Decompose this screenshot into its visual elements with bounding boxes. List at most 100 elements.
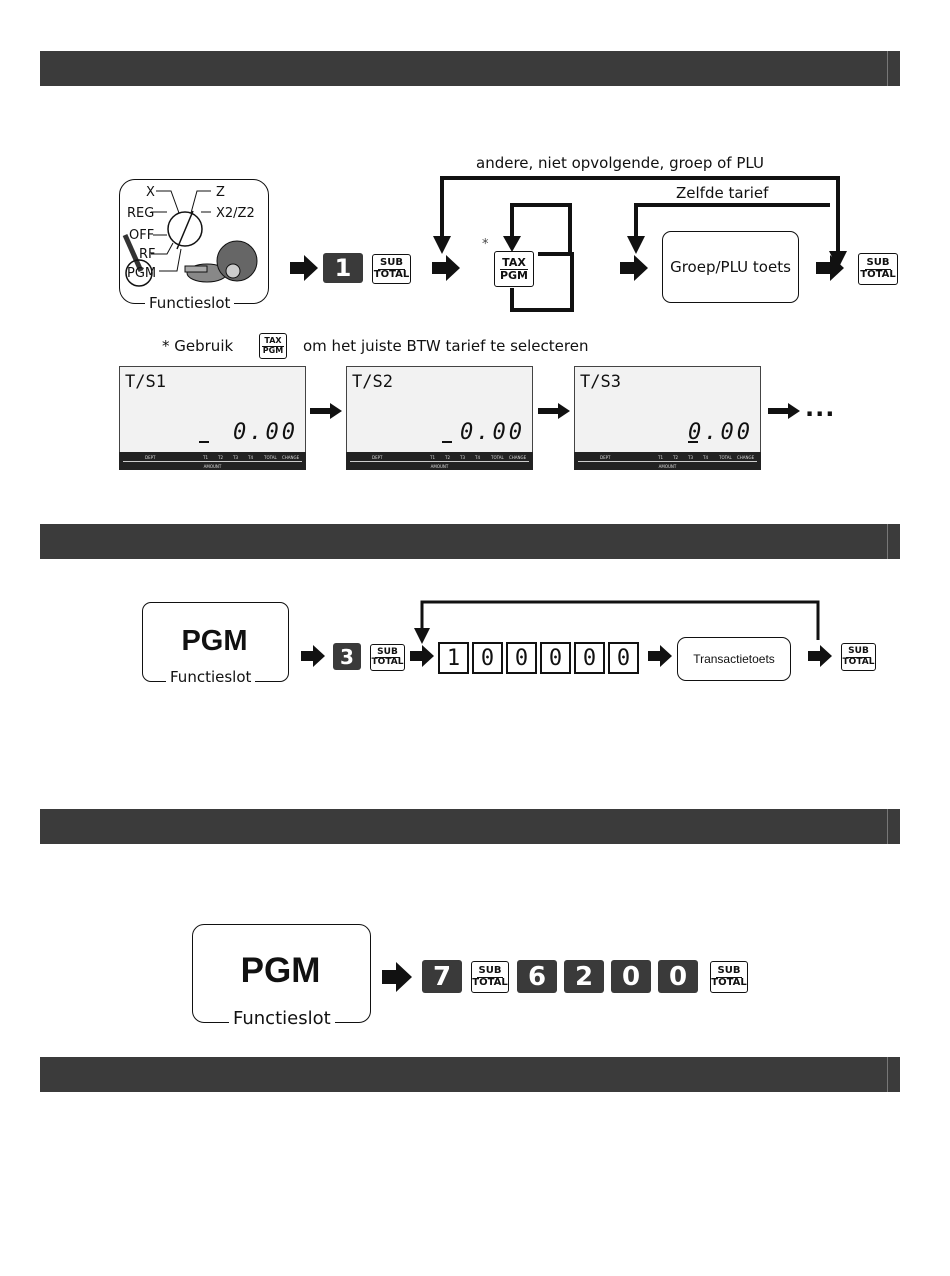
strip-total: TOTAL [719,455,732,460]
lock-caption-3: Functieslot [229,1010,335,1028]
lcd-t1-marker [199,441,209,443]
lock-label-rf: RF [139,247,156,262]
strip-change: CHANGE [737,455,755,460]
subtotal-key-3-line2: TOTAL [472,976,508,988]
pgm-lock-box-2 [142,602,289,682]
lock-label-off: OFF [129,228,155,243]
lcd-annunciator-strip: DEPT T1 T2 T3 T4 TOTAL CHANGE AMOUNT [346,452,533,470]
strip-line [578,461,757,462]
group-plu-key-box: Groep/PLU toets [662,231,799,303]
digit-key: 0 [608,642,639,674]
transaction-key-box: Transactietoets [677,637,791,681]
subtotal-key-2-line2: TOTAL [371,657,404,667]
strip-dept: DEPT [372,455,383,460]
subtotal-key-2: SUB TOTAL [370,644,405,671]
pgm-lock-box-3 [192,924,371,1023]
key-3: 3 [333,643,361,670]
loop-label-same-rate: Zelfde tarief [676,184,769,202]
strip-t4: T4 [703,455,708,460]
lcd-t3-marker [688,441,698,443]
strip-change: CHANGE [282,455,300,460]
subtotal-key-2-line1: SUB [375,646,400,658]
arrow-right-icon [382,962,412,992]
subtotal-key-2-end: SUB TOTAL [841,643,876,671]
digit-key: 0 [472,642,503,674]
subtotal-key-3-line1: SUB [476,965,504,978]
lcd-display-3: T/S3 0.00 DEPT T1 T2 T3 T4 TOTAL CHANGE … [574,366,761,470]
subtotal-key-end: SUB TOTAL [858,253,898,285]
subtotal-key-3-end-line2: TOTAL [711,976,747,988]
subtotal-key-line2: TOTAL [373,268,410,280]
section-header-bar-4 [40,1057,900,1092]
subtotal-key-3-end-line1: SUB [715,965,743,978]
lcd-display-2: T/S2 0.00 DEPT T1 T2 T3 T4 TOTAL CHANGE … [346,366,533,470]
tax-pgm-key-line2: PGM [499,268,529,282]
lock-label-x2z2: X2/Z2 [216,206,255,221]
strip-t3: T3 [233,455,238,460]
subtotal-key-line1: SUB [378,257,405,270]
section-header-bar-3 [40,809,900,844]
strip-change: CHANGE [509,455,527,460]
lcd-title: T/S1 [125,372,166,392]
loop-label-other-group: andere, niet opvolgende, groep of PLU [476,154,764,172]
lcd-amount: 0.00 [688,420,753,445]
section-header-bar-1 [40,51,900,86]
strip-total: TOTAL [264,455,277,460]
subtotal-key-end-line2: TOTAL [860,268,896,280]
lcd-screen [346,366,533,454]
digit-key: 0 [574,642,605,674]
subtotal-key-3: SUB TOTAL [471,961,509,993]
note-tax-key-line1: TAX [262,336,284,347]
strip-total: TOTAL [491,455,504,460]
tax-pgm-key: TAX PGM [494,251,534,287]
subtotal-key-2-end-line1: SUB [846,646,871,658]
digit-key: 1 [438,642,469,674]
function-lock-dial [122,190,258,287]
strip-dept: DEPT [600,455,611,460]
strip-t2: T2 [445,455,450,460]
section2-flow-lines [301,600,832,667]
strip-t1: T1 [430,455,435,460]
note-tax-pgm-key: TAX PGM [259,333,287,359]
section1-flow-lines [290,176,847,419]
lcd-amount: 0.00 [460,420,525,445]
strip-t2: T2 [218,455,223,460]
note-tax-key-line2: PGM [262,345,284,355]
note-prefix: * Gebruik [162,337,234,355]
lcd-amount: 0.00 [233,420,298,445]
lcd-title: T/S2 [352,372,393,392]
note-suffix: om het juiste BTW tarief te selecteren [303,337,589,355]
key-digit: 0 [611,960,651,993]
key-7: 7 [422,960,462,993]
lock-caption-2: Functieslot [166,670,256,685]
strip-t2: T2 [673,455,678,460]
tax-pgm-key-line1: TAX [500,255,528,270]
lock-label-pgm: PGM [127,266,157,281]
digit-key: 0 [506,642,537,674]
key-digit: 6 [517,960,557,993]
asterisk-mark: * [482,237,489,252]
continuation-ellipsis: ... [805,394,836,422]
lcd-annunciator-strip: DEPT T1 T2 T3 T4 TOTAL CHANGE AMOUNT [119,452,306,470]
subtotal-key-2-end-line2: TOTAL [842,656,875,667]
strip-amount: AMOUNT [203,464,222,469]
lcd-screen [574,366,761,454]
strip-t4: T4 [475,455,480,460]
key-digit: 2 [564,960,604,993]
subtotal-key: SUB TOTAL [372,254,411,284]
strip-dept: DEPT [145,455,156,460]
digit-key: 0 [540,642,571,674]
lock-label-z: Z [216,185,225,200]
key-digit: 0 [658,960,698,993]
subtotal-key-3-end: SUB TOTAL [710,961,748,993]
pgm-label-3: PGM [240,951,321,990]
key-1: 1 [323,253,363,283]
lock-caption: Functieslot [145,296,235,311]
lcd-annunciator-strip: DEPT T1 T2 T3 T4 TOTAL CHANGE AMOUNT [574,452,761,470]
strip-t3: T3 [460,455,465,460]
strip-t1: T1 [658,455,663,460]
lock-label-reg: REG [127,206,155,221]
pgm-label-2: PGM [181,625,248,657]
lcd-t2-marker [442,441,452,443]
lock-label-x: X [146,185,155,200]
